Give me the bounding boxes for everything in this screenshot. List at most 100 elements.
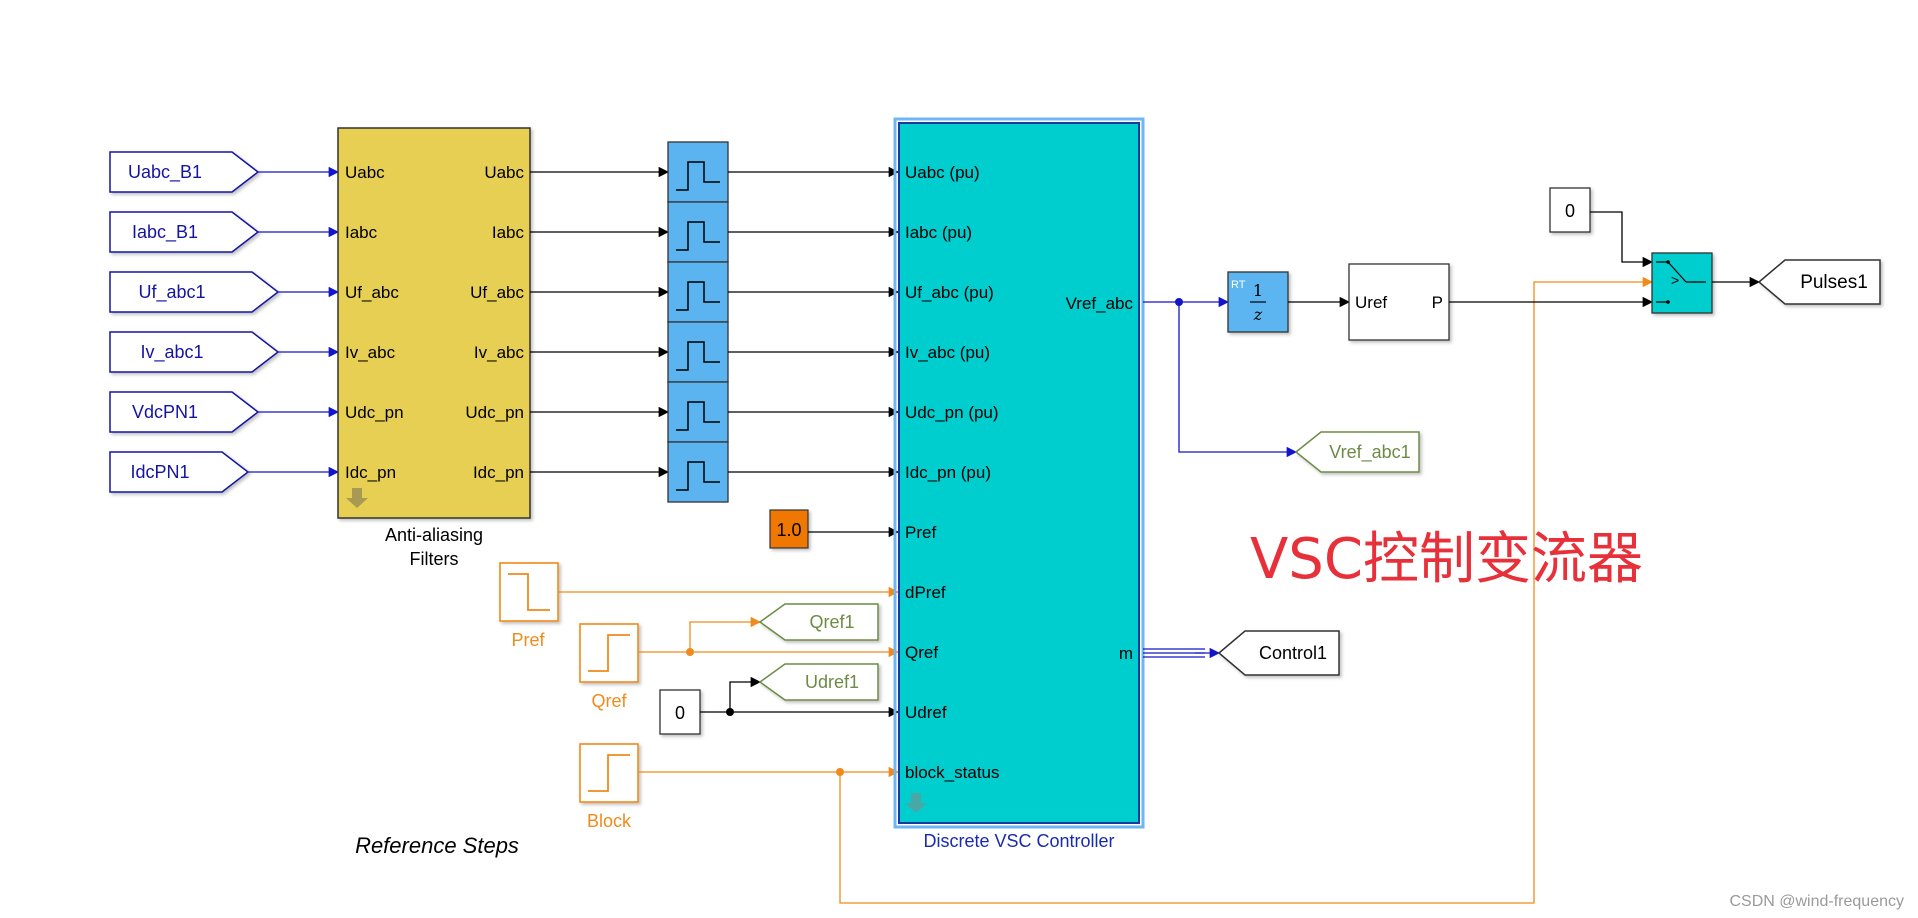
controller-input-port: Idc_pn (pu) <box>905 463 991 482</box>
qref-signal-lines <box>638 616 900 658</box>
from-tag-iv-abc1[interactable]: Iv_abc1 <box>109 331 280 373</box>
subsystem-mask-icon <box>346 488 368 508</box>
reference-steps-label: Reference Steps <box>355 833 519 858</box>
filter-input-port: Uf_abc <box>345 283 399 302</box>
goto-tag-qref1[interactable]: Qref1 <box>758 603 879 641</box>
controller-input-port: Pref <box>905 523 936 542</box>
switch-contacts-icon <box>1656 261 1706 303</box>
branch-point <box>836 768 844 776</box>
goto-tag-label: Udref1 <box>805 672 859 692</box>
zoh-block <box>667 261 729 323</box>
goto-tag-udref1[interactable]: Udref1 <box>758 663 879 701</box>
switch-criteria-symbol: > <box>1671 272 1679 288</box>
controller-input-port: Uabc (pu) <box>905 163 980 182</box>
anti-aliasing-filters-block[interactable]: Uabc Iabc Uf_abc Iv_abc Udc_pn Idc_pn Ua… <box>337 127 531 519</box>
from-tag-label: Uabc_B1 <box>128 162 202 183</box>
constant-value: 1.0 <box>776 520 801 540</box>
goto-tag-control1[interactable]: Control1 <box>1217 630 1340 676</box>
block-step-block[interactable] <box>579 743 639 803</box>
controller-input-port: Iabc (pu) <box>905 223 972 242</box>
from-tag-iabc-b1[interactable]: Iabc_B1 <box>109 211 260 253</box>
controller-input-port: Qref <box>905 643 938 662</box>
filter-input-port: Idc_pn <box>345 463 396 482</box>
filter-output-port: Idc_pn <box>473 463 524 482</box>
pref-step-block[interactable] <box>499 562 559 622</box>
switch-contact-dot <box>1666 260 1670 264</box>
zoh-to-controller-lines <box>728 166 900 478</box>
branch-point <box>686 648 694 656</box>
controller-input-port: Uf_abc (pu) <box>905 283 994 302</box>
zoh-block <box>667 381 729 443</box>
rate-transition-tag: RT <box>1231 279 1246 291</box>
goto-tag-label: Qref1 <box>809 612 854 632</box>
transfer-denominator: z <box>1253 305 1263 324</box>
switch-contact-dot <box>1666 300 1670 304</box>
filter-input-port: Iv_abc <box>345 343 396 362</box>
transfer-numerator: 1 <box>1253 281 1263 300</box>
from-tag-label: IdcPN1 <box>130 462 189 482</box>
goto-tag-label: Pulses1 <box>1800 272 1868 293</box>
pwm-input-port: Uref <box>1355 293 1387 312</box>
filter-to-zoh-lines <box>530 166 670 478</box>
goto-tag-vref-abc1[interactable]: Vref_abc1 <box>1294 431 1420 473</box>
udref-constant-block[interactable]: 0 <box>659 689 701 735</box>
zoh-block <box>667 201 729 263</box>
m-signal-line <box>1143 647 1221 659</box>
from-tag-label: Iabc_B1 <box>132 222 198 243</box>
unit-delay-block[interactable]: RT 1 z <box>1227 271 1289 333</box>
filter-input-port: Iabc <box>345 223 378 242</box>
from-tag-label: VdcPN1 <box>132 402 198 422</box>
pref-constant-block[interactable]: 1.0 <box>769 509 809 549</box>
filter-block-name: Anti-aliasing <box>385 525 483 545</box>
from-tag-label: Iv_abc1 <box>140 342 203 363</box>
from-tag-idcpn1[interactable]: IdcPN1 <box>109 451 250 493</box>
pref-step-label: Pref <box>511 630 545 650</box>
goto-tag-pulses1[interactable]: Pulses1 <box>1757 259 1881 305</box>
vref-signal-lines <box>1143 296 1298 458</box>
from-tag-uabc-b1[interactable]: Uabc_B1 <box>109 151 260 193</box>
controller-input-port: block_status <box>905 763 1000 782</box>
controller-input-port: Iv_abc (pu) <box>905 343 990 362</box>
filter-output-port: Iabc <box>492 223 525 242</box>
constant-value: 0 <box>675 703 685 723</box>
branch-point <box>1175 298 1183 306</box>
threshold-signal-line <box>1590 211 1654 268</box>
zero-order-hold-stack[interactable] <box>667 141 729 503</box>
zoh-staircase-icons <box>676 161 720 491</box>
step-up-icon <box>588 754 630 792</box>
controller-input-port: Udc_pn (pu) <box>905 403 999 422</box>
constant-value: 0 <box>1565 201 1575 221</box>
filter-block-name: Filters <box>410 549 459 569</box>
goto-tag-label: Control1 <box>1259 643 1327 663</box>
block-step-label: Block <box>587 811 632 831</box>
pwm-generator-block[interactable]: Uref P <box>1348 263 1450 341</box>
switch-threshold-constant[interactable]: 0 <box>1549 187 1591 233</box>
discrete-vsc-controller-block[interactable]: Uabc (pu) Iabc (pu) Uf_abc (pu) Iv_abc (… <box>893 117 1145 829</box>
zoh-block <box>667 441 729 503</box>
switch-block[interactable]: > <box>1651 252 1713 314</box>
filter-output-port: Iv_abc <box>474 343 525 362</box>
filter-input-port: Uabc <box>345 163 385 182</box>
step-up-icon <box>588 634 630 672</box>
controller-input-port: dPref <box>905 583 946 602</box>
filter-input-port: Udc_pn <box>345 403 404 422</box>
zoh-block <box>667 321 729 383</box>
filter-output-port: Uabc <box>484 163 524 182</box>
subsystem-mask-icon <box>905 793 927 813</box>
step-down-icon <box>508 573 550 611</box>
block-signal-lines <box>638 276 1654 904</box>
branch-point <box>726 708 734 716</box>
zoh-block <box>667 141 729 203</box>
input-signal-lines <box>248 166 340 478</box>
controller-block-name: Discrete VSC Controller <box>923 831 1114 851</box>
filter-output-port: Uf_abc <box>470 283 524 302</box>
controller-input-port: Udref <box>905 703 947 722</box>
from-tag-vdcpn1[interactable]: VdcPN1 <box>109 391 260 433</box>
controller-output-port: m <box>1119 644 1133 663</box>
qref-step-block[interactable] <box>579 623 639 683</box>
qref-step-label: Qref <box>591 691 627 711</box>
pwm-output-port: P <box>1432 293 1443 312</box>
from-tag-uf-abc1[interactable]: Uf_abc1 <box>109 271 280 313</box>
controller-output-port: Vref_abc <box>1066 294 1134 313</box>
